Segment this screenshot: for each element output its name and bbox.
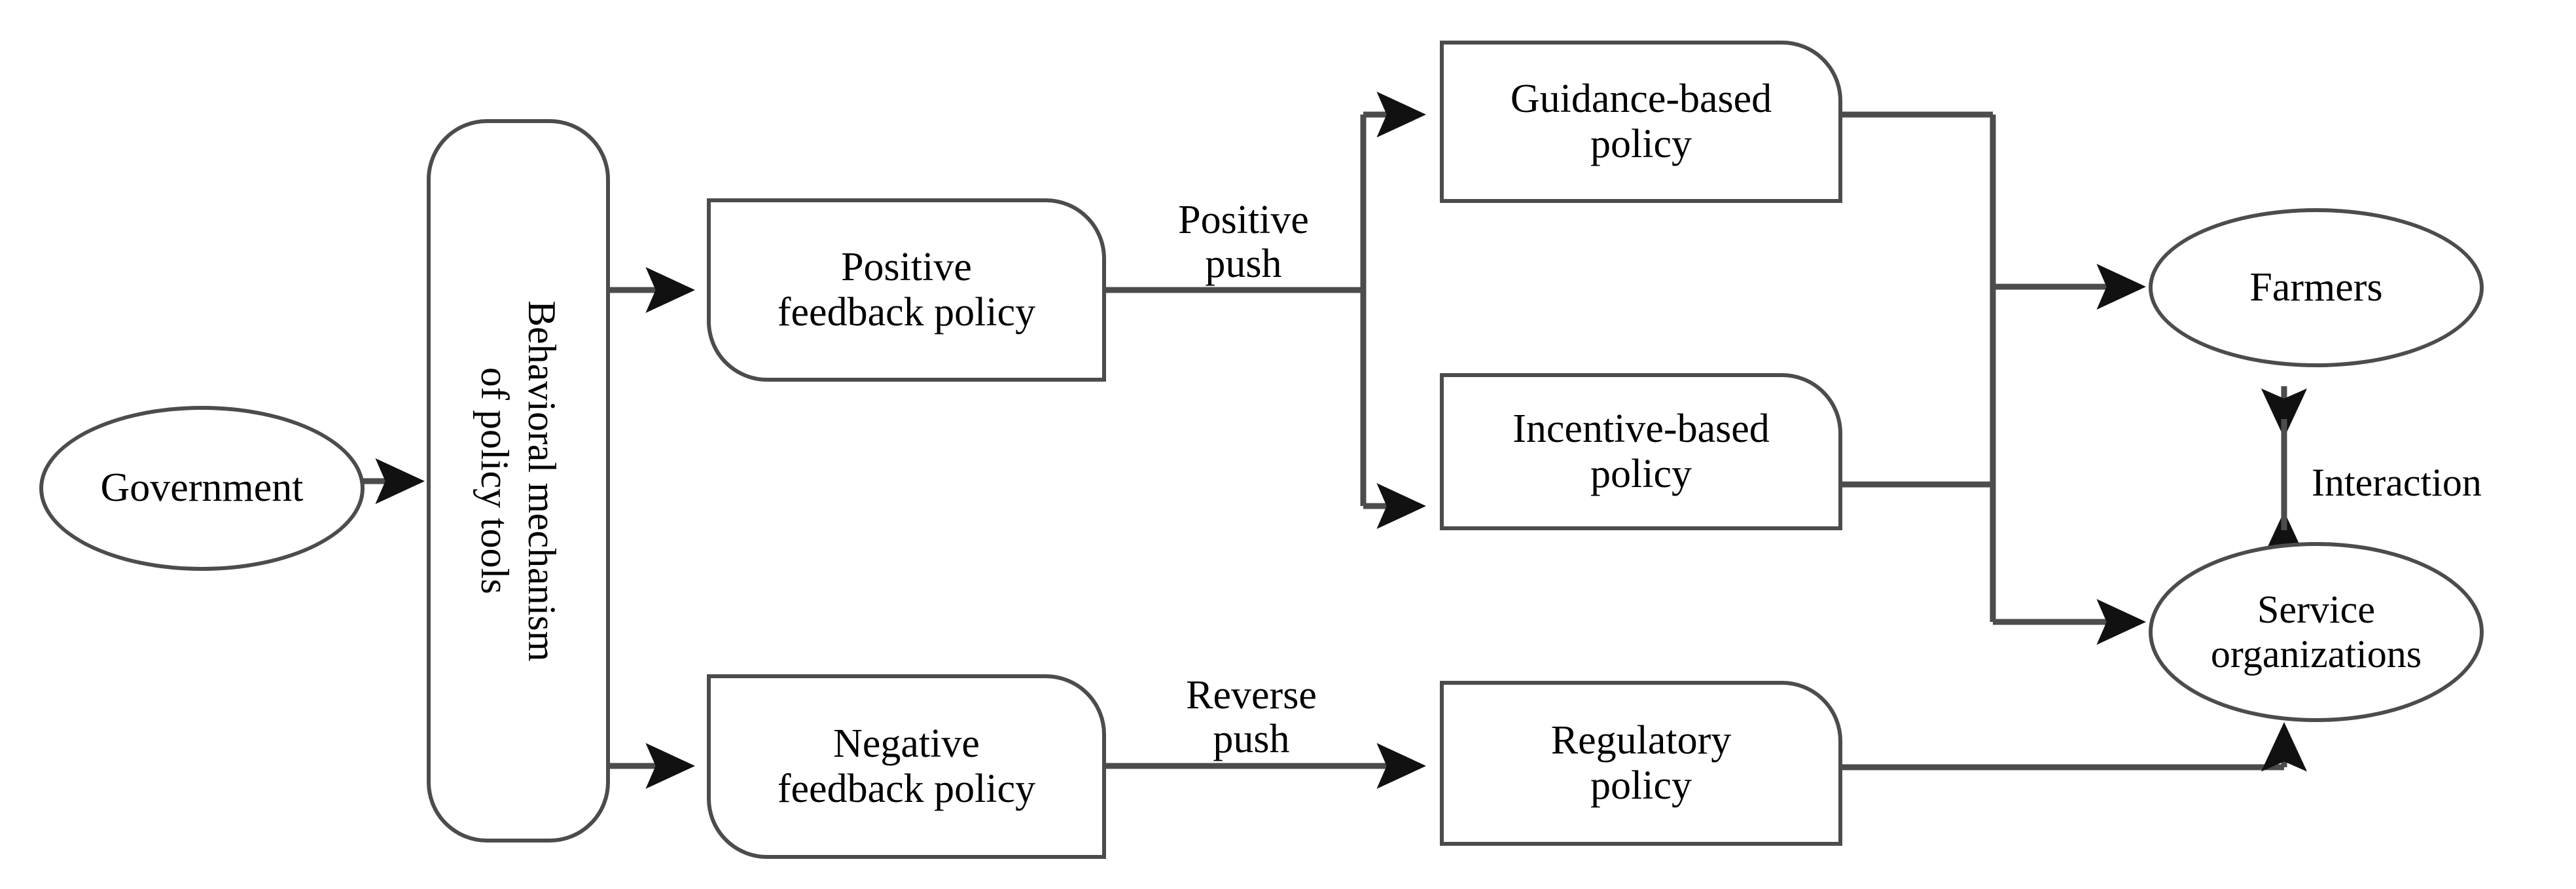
node-regulatory-policy[interactable]: Regulatory policy [1440,681,1842,846]
node-government[interactable]: Government [39,406,365,571]
edge-label-positive-push: Positive push [1113,154,1374,286]
node-farmers[interactable]: Farmers [2149,208,2484,367]
node-incentive-based-policy-label: Incentive-based policy [1512,406,1770,496]
node-positive-feedback-policy-label: Positive feedback policy [777,244,1036,335]
edge-label-reverse-push-text: Reverse push [1186,672,1317,761]
node-guidance-based-policy-label: Guidance-based policy [1510,76,1772,166]
node-negative-feedback-policy-label: Negative feedback policy [777,721,1036,811]
edge-label-interaction-text: Interaction [2312,460,2482,504]
node-positive-feedback-policy[interactable]: Positive feedback policy [707,198,1106,382]
node-service-organizations-label: Service organizations [2210,588,2422,676]
edge-label-positive-push-text: Positive push [1178,197,1309,286]
edge-label-reverse-push: Reverse push [1120,630,1382,761]
node-incentive-based-policy[interactable]: Incentive-based policy [1440,373,1842,530]
node-regulatory-policy-label: Regulatory policy [1550,717,1732,808]
node-service-organizations[interactable]: Service organizations [2149,542,2484,722]
node-guidance-based-policy[interactable]: Guidance-based policy [1440,41,1842,203]
node-negative-feedback-policy[interactable]: Negative feedback policy [707,674,1106,859]
node-government-label: Government [100,465,304,511]
node-behavioral-mechanism[interactable]: Behavioral mechanism of policy tools [427,119,610,843]
edge-label-interaction: Interaction [2312,419,2576,504]
node-farmers-label: Farmers [2249,264,2383,310]
node-behavioral-mechanism-label: Behavioral mechanism of policy tools [473,300,564,662]
